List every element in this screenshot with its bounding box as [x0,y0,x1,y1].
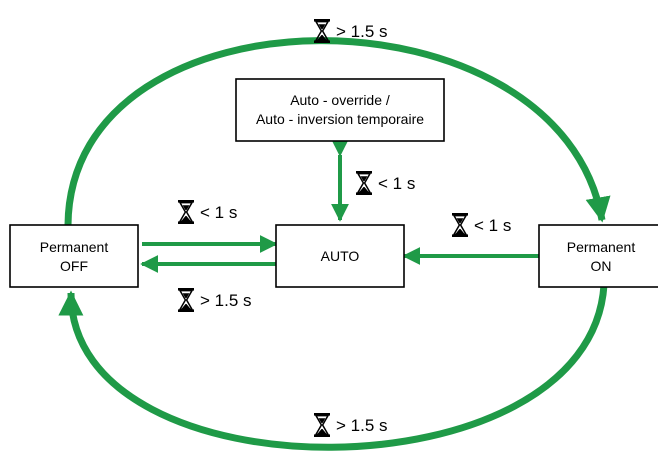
label-auto-override: < 1 s [355,170,415,196]
node-override: Auto - override / Auto - inversion tempo… [235,78,445,142]
label-top-arc-text: > 1.5 s [336,22,388,41]
hourglass-icon [355,170,373,196]
node-off-line2: OFF [60,258,88,274]
node-override-line2: Auto - inversion temporaire [256,111,424,127]
label-bottom-arc-text: > 1.5 s [336,416,388,435]
label-auto-to-off-text: > 1.5 s [200,291,252,310]
label-off-to-auto: < 1 s [177,199,237,225]
hourglass-icon [451,212,469,238]
label-off-to-auto-text: < 1 s [200,203,237,222]
label-bottom-arc: > 1.5 s [313,412,388,438]
node-on-line1: Permanent [567,239,636,255]
label-top-arc: > 1.5 s [313,18,388,44]
node-permanent-off: Permanent OFF [9,224,139,288]
hourglass-icon [313,18,331,44]
node-off-line1: Permanent [40,239,109,255]
label-auto-override-text: < 1 s [378,174,415,193]
label-on-to-auto-text: < 1 s [474,216,511,235]
hourglass-icon [177,199,195,225]
node-auto: AUTO [275,224,405,288]
arrow-on-to-off [58,284,608,451]
node-override-line1: Auto - override / [290,92,390,108]
node-on-line2: ON [591,258,612,274]
node-auto-label: AUTO [321,248,360,264]
label-auto-to-off: > 1.5 s [177,287,252,313]
label-on-to-auto: < 1 s [451,212,511,238]
hourglass-icon [313,412,331,438]
node-permanent-on: Permanent ON [538,224,658,288]
hourglass-icon [177,287,195,313]
